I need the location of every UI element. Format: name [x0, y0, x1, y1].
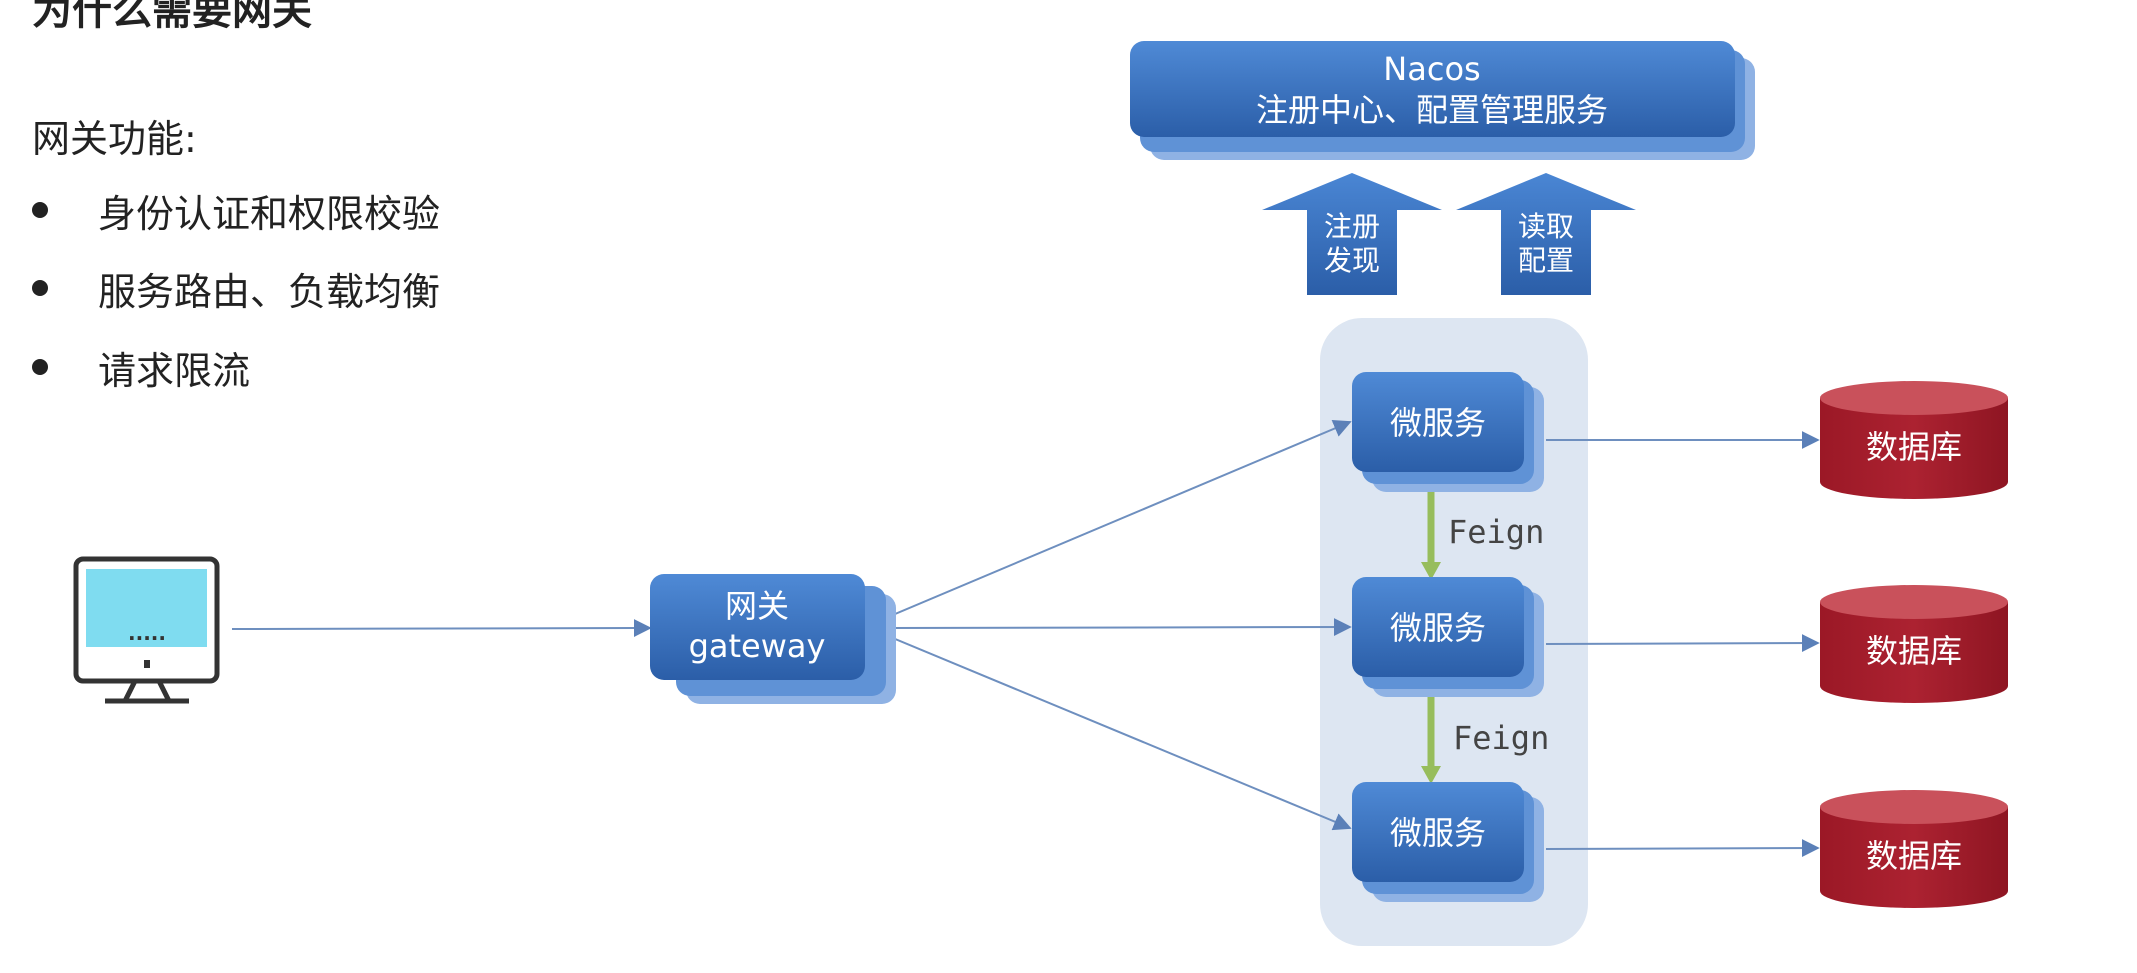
- connectors: [231, 420, 1820, 858]
- gateway-label-en: gateway: [689, 627, 826, 665]
- discovery-label: 发现: [1324, 244, 1380, 277]
- nacos-face: [1130, 41, 1735, 137]
- bullet-icon: [32, 202, 48, 218]
- read-label: 读取: [1518, 210, 1574, 243]
- db-body: [1820, 602, 2008, 703]
- feign-arrow-head: [1421, 562, 1441, 580]
- features-label: 网关功能:: [32, 117, 197, 161]
- gateway-to-service-arrow: [887, 618, 1352, 637]
- database-cylinder: 数据库: [1820, 585, 2008, 703]
- gateway-face: [650, 574, 865, 680]
- nacos-title: Nacos: [1383, 50, 1480, 88]
- db-body: [1820, 398, 2008, 499]
- feign-label: Feign: [1453, 719, 1549, 757]
- database-label: 数据库: [1866, 632, 1962, 670]
- db-top: [1820, 790, 2008, 824]
- client-to-gateway-arrow: [231, 619, 652, 638]
- database-label: 数据库: [1866, 428, 1962, 466]
- microservice-box: 微服务: [1352, 782, 1544, 902]
- microservice-box: 微服务: [1352, 372, 1544, 492]
- feature-item: 请求限流: [32, 342, 251, 393]
- database-cylinder: 数据库: [1820, 381, 2008, 499]
- microservice-box: 微服务: [1352, 577, 1544, 697]
- up-arrow-icon: [1262, 173, 1442, 295]
- db-body: [1820, 807, 2008, 908]
- feature-text: 身份认证和权限校验: [98, 191, 441, 236]
- screen-dots: .....: [128, 621, 166, 645]
- register-discovery-arrow: 注册 发现: [1262, 173, 1442, 295]
- service-face: [1352, 577, 1524, 677]
- client-computer-icon: .....: [73, 556, 220, 704]
- power-led: [144, 660, 150, 668]
- monitor-stand: [122, 679, 138, 703]
- read-config-arrow: 读取 配置: [1456, 173, 1636, 295]
- bullet-icon: [32, 359, 48, 375]
- db-top: [1820, 585, 2008, 619]
- service-face: [1352, 782, 1524, 882]
- nacos-box: Nacos 注册中心、配置管理服务: [1130, 41, 1755, 160]
- feature-text: 请求限流: [98, 348, 251, 393]
- feign-arrow-head: [1421, 766, 1441, 784]
- db-top: [1820, 381, 2008, 415]
- gateway-to-service-arrow: [887, 635, 1352, 831]
- service-to-db-arrow: [1545, 839, 1820, 858]
- gateway-box: 网关 gateway: [650, 574, 896, 704]
- config-label: 配置: [1518, 244, 1574, 277]
- nacos-subtitle: 注册中心、配置管理服务: [1256, 91, 1608, 129]
- up-arrow-icon: [1456, 173, 1636, 295]
- service-face: [1352, 372, 1524, 472]
- monitor-screen: [86, 569, 207, 647]
- feign-label: Feign: [1448, 513, 1544, 551]
- gateway-to-service-arrow: [887, 420, 1352, 618]
- database-cylinder: 数据库: [1820, 790, 2008, 908]
- monitor-stand: [156, 679, 172, 703]
- gateway-label: 网关: [725, 587, 789, 625]
- service-to-db-arrow: [1545, 634, 1820, 653]
- service-label: 微服务: [1390, 404, 1486, 442]
- feature-text: 服务路由、负载均衡: [98, 269, 441, 314]
- page-title: 为什么需要网关: [32, 0, 312, 34]
- bullet-icon: [32, 280, 48, 296]
- feature-item: 服务路由、负载均衡: [32, 263, 441, 314]
- register-label: 注册: [1324, 210, 1380, 243]
- service-label: 微服务: [1390, 609, 1486, 647]
- service-label: 微服务: [1390, 814, 1486, 852]
- feature-item: 身份认证和权限校验: [32, 185, 441, 236]
- database-label: 数据库: [1866, 837, 1962, 875]
